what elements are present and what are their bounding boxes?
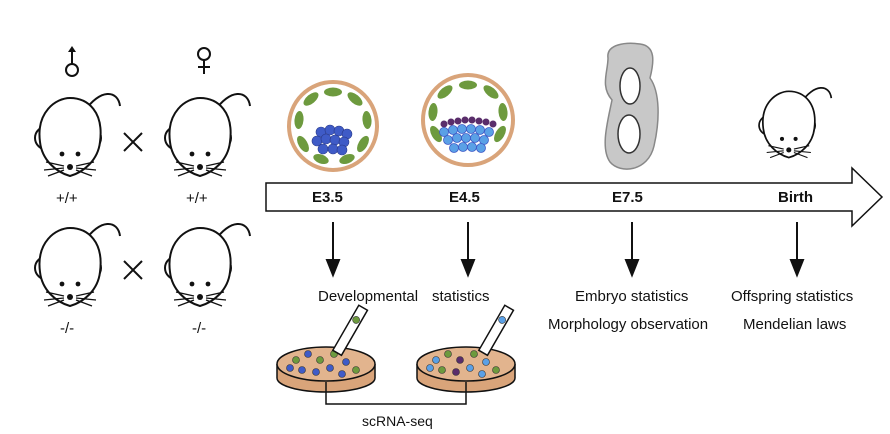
- morphology-observation-label: Morphology observation: [548, 316, 709, 333]
- mendelian-laws-label: Mendelian laws: [743, 316, 847, 333]
- male-knockout-genotype: -/-: [60, 320, 75, 337]
- developmental-label: Developmental: [318, 288, 419, 305]
- stage-e75-label: E7.5: [612, 189, 643, 206]
- blastocyst-e45-icon: [421, 73, 515, 167]
- male-wildtype-genotype: +/+: [56, 190, 78, 207]
- mouse-male-wildtype-icon: [34, 92, 121, 177]
- mouse-female-knockout-icon: [164, 222, 251, 307]
- arrow-down-e75-icon: [624, 222, 640, 278]
- male-symbol-icon: [65, 46, 79, 77]
- offspring-statistics-label: Offspring statistics: [731, 288, 854, 305]
- female-knockout-genotype: -/-: [192, 320, 207, 337]
- embryo-statistics-label: Embryo statistics: [575, 288, 689, 305]
- arrow-down-e45-icon: [460, 222, 476, 278]
- female-wildtype-genotype: +/+: [186, 190, 208, 207]
- scrna-seq-label: scRNA-seq: [362, 413, 433, 429]
- stage-e45-label: E4.5: [449, 189, 480, 206]
- mouse-male-knockout-icon: [34, 222, 121, 307]
- arrow-down-birth-icon: [789, 222, 805, 278]
- offspring-mouse-icon: [758, 87, 833, 159]
- cross-symbol-top-icon: [123, 132, 143, 152]
- scrna-bracket: [325, 382, 467, 405]
- embryo-e75-icon: [604, 42, 659, 170]
- stage-e35-label: E3.5: [312, 189, 343, 206]
- cross-symbol-bottom-icon: [123, 260, 143, 280]
- statistics-label: statistics: [432, 288, 490, 305]
- arrow-down-e35-icon: [325, 222, 341, 278]
- petri-dish-2-icon: [416, 304, 516, 393]
- female-symbol-icon: [197, 47, 211, 74]
- stage-birth-label: Birth: [778, 189, 813, 206]
- mouse-female-wildtype-icon: [164, 92, 251, 177]
- timeline-arrow: [265, 166, 884, 228]
- blastocyst-e35-icon: [287, 80, 379, 172]
- petri-dish-1-icon: [276, 304, 376, 393]
